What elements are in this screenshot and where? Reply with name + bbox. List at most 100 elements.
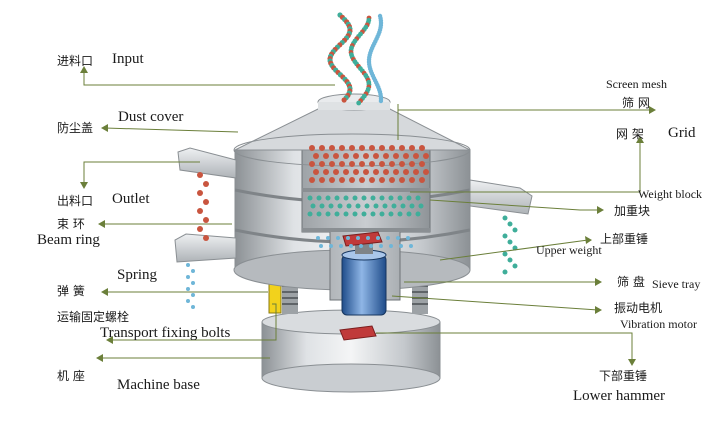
vibration-motor [341, 240, 387, 316]
particle [353, 169, 359, 175]
particle [383, 169, 389, 175]
particle [203, 235, 209, 241]
particle [415, 211, 421, 217]
particle [353, 153, 359, 159]
particle [339, 145, 345, 151]
particle [359, 244, 363, 248]
particle [502, 251, 508, 257]
sieve-body [233, 144, 471, 301]
particle [363, 169, 369, 175]
particle [373, 169, 379, 175]
transport-bolts-label-cn: 运输固定螺栓 [57, 310, 130, 324]
grid-label-cn: 网 架 [616, 127, 644, 141]
particle [352, 195, 358, 201]
particle [379, 145, 385, 151]
particle [349, 145, 355, 151]
particle [326, 236, 330, 240]
particle [328, 203, 334, 209]
particle [379, 195, 385, 201]
particle [406, 211, 412, 217]
particle [197, 172, 203, 178]
particle [341, 97, 347, 103]
particle [389, 177, 395, 183]
particle [316, 195, 322, 201]
particle [191, 269, 195, 273]
particle [369, 161, 375, 167]
particle [419, 145, 425, 151]
particle [369, 177, 375, 183]
particle [333, 153, 339, 159]
particle [349, 177, 355, 183]
spring-label-cn: 弹 簧 [57, 284, 85, 298]
particle [399, 177, 405, 183]
particle [186, 263, 190, 267]
particle [361, 195, 367, 201]
particle [343, 153, 349, 159]
leader-arrowheads [80, 66, 656, 366]
particle [191, 293, 195, 297]
vibration-motor-label-en: Vibration motor [620, 317, 697, 331]
outlet-label-en: Outlet [112, 191, 150, 207]
particle [389, 145, 395, 151]
particle [388, 211, 394, 217]
particle [393, 153, 399, 159]
particle [409, 244, 413, 248]
particle [512, 263, 518, 269]
particle [376, 236, 380, 240]
particle [502, 215, 508, 221]
particle [507, 221, 513, 227]
particle [423, 169, 429, 175]
particle [391, 203, 397, 209]
particle [319, 203, 325, 209]
particle [203, 181, 209, 187]
upper-weight-label-en: Upper weight [536, 243, 602, 257]
particle [307, 195, 313, 201]
upper-weight-label-cn: 上部重锤 [600, 232, 649, 246]
particle [423, 153, 429, 159]
particle [409, 177, 415, 183]
particle [502, 269, 508, 275]
particle [337, 203, 343, 209]
outlet-chutes [174, 147, 533, 263]
particle [419, 177, 425, 183]
particle [369, 145, 375, 151]
particle [386, 236, 390, 240]
particle [343, 195, 349, 201]
particle [186, 275, 190, 279]
particle [339, 161, 345, 167]
particle [309, 161, 315, 167]
particle [359, 145, 365, 151]
particle [325, 195, 331, 201]
particle [389, 244, 393, 248]
particle [334, 195, 340, 201]
dust-cover-label-en: Dust cover [118, 109, 184, 125]
particle [396, 236, 400, 240]
particle [323, 169, 329, 175]
particle [191, 281, 195, 285]
particle [349, 161, 355, 167]
screen-mesh-label-en: Screen mesh [606, 77, 667, 91]
particle [406, 236, 410, 240]
particle [419, 161, 425, 167]
beam-ring-label-en: Beam ring [37, 232, 100, 248]
particle [413, 153, 419, 159]
beam-ring-label-cn: 束 环 [57, 217, 85, 231]
particle [197, 226, 203, 232]
particle [336, 236, 340, 240]
particle [197, 190, 203, 196]
particle [309, 177, 315, 183]
particle [409, 161, 415, 167]
particle [397, 211, 403, 217]
particle [393, 169, 399, 175]
particle [343, 211, 349, 217]
sieve-tray-label-en: Sieve tray [652, 277, 701, 291]
lower-hammer-label-en: Lower hammer [573, 388, 666, 404]
vibration-motor-label-cn: 振动电机 [614, 301, 663, 315]
particle [313, 153, 319, 159]
particle [329, 244, 333, 248]
particle [512, 227, 518, 233]
particle [379, 161, 385, 167]
particle [359, 177, 365, 183]
